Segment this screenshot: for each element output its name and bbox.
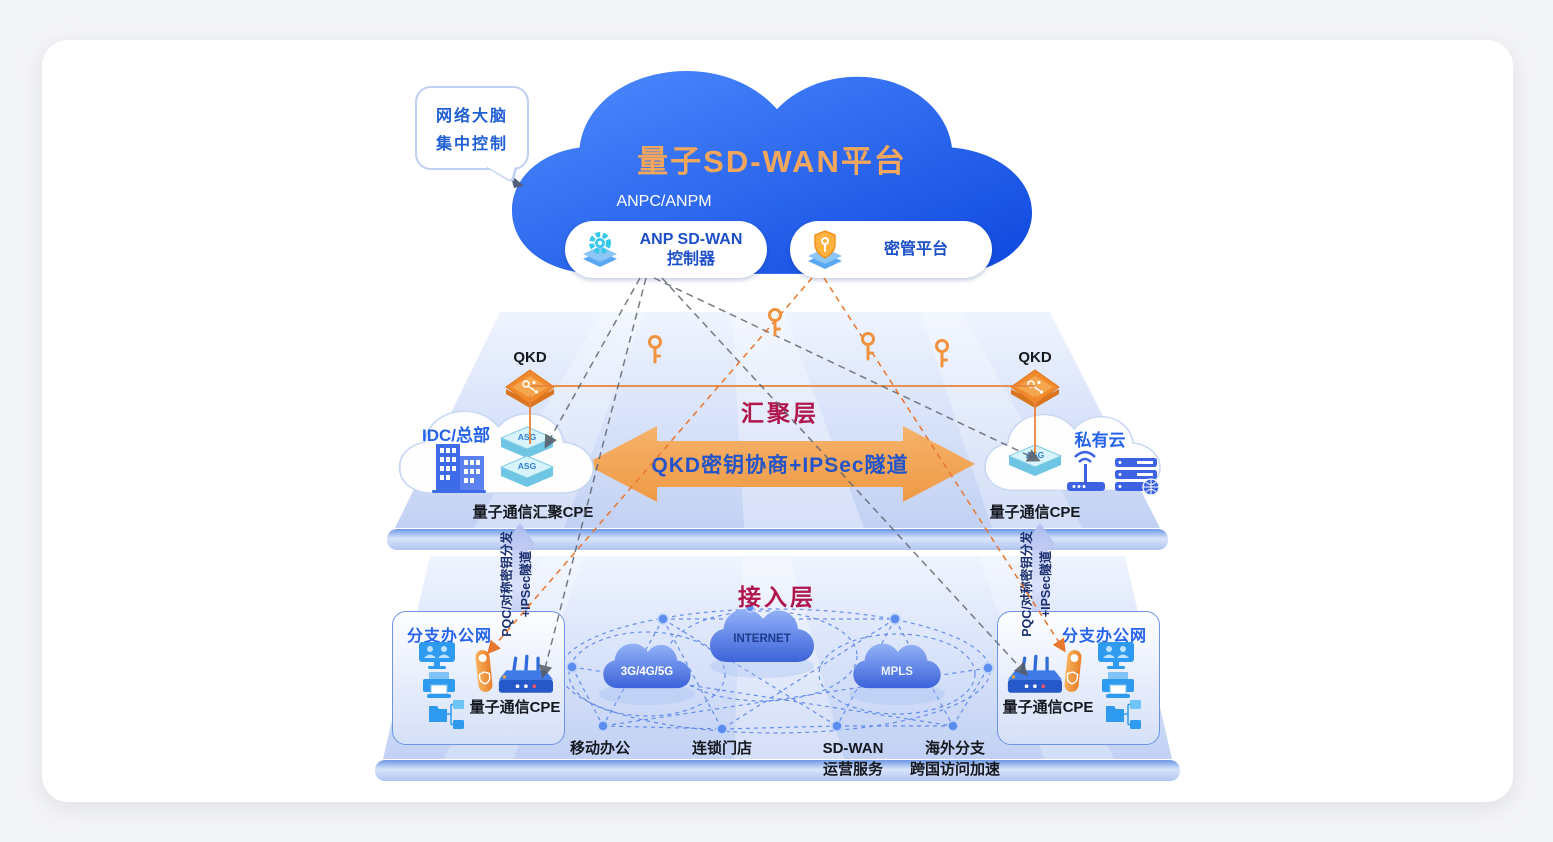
callout-bubble: 网络大脑 集中控制: [415, 86, 529, 170]
qkd-label-left: QKD: [513, 349, 547, 366]
site-line: 海外分支: [924, 740, 985, 757]
cpe-router-icon: [1007, 654, 1062, 693]
folders-icon: [429, 700, 464, 729]
video-conference-icon: [419, 642, 455, 669]
branch-name: 分支办公网: [1061, 628, 1147, 645]
diagram-card: 网络大脑 集中控制 量子SD-WAN平台 ANPC/ANPM ANP SD-WA…: [42, 40, 1513, 802]
cpe-router-icon: [498, 654, 553, 693]
folders-icon: [1106, 700, 1141, 729]
vlink-line1: PQC/对称密钥分发: [1020, 531, 1034, 637]
private-cloud-cpe-label: 量子通信CPE: [989, 504, 1081, 521]
site-line: 跨国访问加速: [909, 761, 1000, 778]
qkd-label-right: QKD: [1018, 349, 1052, 366]
vlink-line1: PQC/对称密钥分发: [500, 531, 514, 637]
callout-line1: 网络大脑: [435, 108, 508, 125]
idc-site-cloud: [398, 410, 595, 494]
aggregation-layer-label: 汇聚层: [741, 400, 819, 426]
mesh-cloud-3g: 3G/4G/5G: [621, 666, 673, 678]
quantum-key-dongle-icon: [475, 650, 493, 692]
controller-label-line1: ANP SD-WAN: [639, 230, 743, 248]
site-label-mobile: 移动办公: [540, 738, 660, 759]
controller-gear-icon: [583, 231, 617, 267]
site-line: 移动办公: [569, 740, 630, 757]
printer-icon: [1102, 672, 1134, 698]
qkd-node-icon-left: [505, 369, 555, 408]
site-label-overseas: 海外分支 跨国访问加速: [885, 738, 1025, 780]
printer-icon: [423, 672, 455, 698]
mesh-cloud-internet: INTERNET: [733, 633, 791, 645]
branch-cpe-label: 量子通信CPE: [469, 699, 561, 716]
kms-pill: 密管平台: [790, 221, 992, 278]
private-cloud-name: 私有云: [1074, 431, 1126, 450]
quantum-key-dongle-icon: [1064, 650, 1082, 692]
platform-subtitle: ANPC/ANPM: [616, 193, 712, 210]
idc-site-name: IDC/总部: [422, 426, 490, 445]
controller-label-line2: 控制器: [666, 250, 715, 268]
video-conference-icon: [1098, 642, 1134, 669]
site-label-sdwan: SD-WAN 运营服务: [793, 738, 913, 780]
asg-device-text: ASG: [1026, 450, 1045, 460]
site-label-chain: 连锁门店: [662, 738, 782, 759]
vlink-line2: +IPSec隧道: [518, 550, 533, 618]
building-icon: [432, 444, 486, 493]
site-line: 连锁门店: [691, 740, 752, 757]
site-line: SD-WAN: [822, 740, 884, 757]
mesh-cloud-mpls: MPLS: [881, 666, 913, 678]
idc-cpe-label: 量子通信汇聚CPE: [472, 504, 594, 521]
branch-name: 分支办公网: [407, 628, 493, 645]
vertical-link-label-left: PQC/对称密钥分发 +IPSec隧道: [498, 524, 542, 644]
callout-line2: 集中控制: [435, 136, 508, 153]
site-line: 运营服务: [822, 761, 883, 778]
vertical-link-label-right: PQC/对称密钥分发 +IPSec隧道: [1018, 524, 1062, 644]
asg-device-text: ASG: [518, 461, 537, 471]
platform-title: 量子SD-WAN平台: [637, 144, 907, 179]
asg-device-icon: ASG: [499, 455, 555, 487]
qkd-node-icon-right: [1010, 369, 1060, 408]
controller-label: ANP SD-WAN 控制器: [629, 230, 767, 270]
kms-label: 密管平台: [883, 240, 948, 258]
wifi-router-server-icon: [1067, 450, 1160, 496]
tunnel-label: QKD密钥协商+IPSec隧道: [651, 454, 909, 477]
access-layer-label: 接入层: [738, 584, 816, 610]
kms-shield-icon: [808, 229, 842, 269]
vlink-line2: +IPSec隧道: [1038, 550, 1053, 618]
branch-cpe-label: 量子通信CPE: [1002, 699, 1094, 716]
access-mesh: 3G/4G/5G INTERNET MPLS: [559, 603, 994, 735]
anp-controller-pill: ANP SD-WAN 控制器: [565, 221, 767, 278]
